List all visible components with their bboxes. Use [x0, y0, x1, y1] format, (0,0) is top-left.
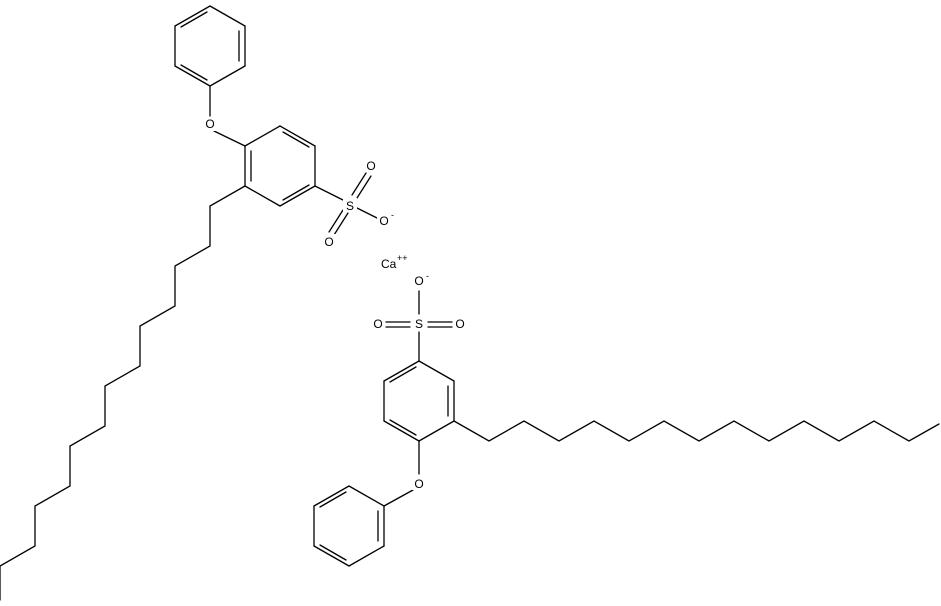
bottom-benzene-ring	[383, 360, 455, 442]
top-c-s-bond	[314, 185, 344, 201]
top-ether-oxygen-label: O	[205, 117, 214, 131]
top-s-o-double-2b	[333, 212, 349, 236]
bottom-anionic-oxygen-label: O	[414, 274, 423, 288]
top-phenyl-ring	[174, 5, 246, 87]
top-anionic-oxygen-charge: -	[391, 210, 394, 220]
bottom-phenoxy-benzenesulfonate: O - S O O O	[313, 271, 940, 567]
bottom-ether-bond-2	[383, 489, 414, 507]
calcium-ion: Ca ++	[381, 253, 408, 271]
top-ether-bond-2	[213, 130, 246, 147]
bottom-sulfonyl-oxygen-label-left: O	[373, 317, 382, 331]
top-benzene-ring	[244, 125, 316, 207]
top-tetradecyl-chain	[0, 185, 246, 601]
top-s-o-single	[356, 207, 378, 219]
bottom-sulfur-label: S	[415, 317, 423, 331]
top-sulfonyl-oxygen-label-1: O	[366, 159, 375, 173]
top-phenoxy-benzenesulfonate: O S O O O -	[0, 5, 394, 601]
calcium-charge: ++	[397, 253, 408, 263]
bottom-tetradecyl-chain	[453, 420, 940, 442]
top-anionic-oxygen-label: O	[379, 214, 388, 228]
calcium-label: Ca	[381, 257, 397, 271]
top-sulfur-label: S	[346, 199, 354, 213]
bottom-phenyl-ring	[313, 485, 385, 567]
top-sulfonyl-oxygen-label-2: O	[324, 235, 333, 249]
top-s-o-double-1b	[356, 175, 372, 199]
top-s-o-double-2a	[328, 209, 344, 233]
bottom-sulfonyl-oxygen-label-right: O	[455, 317, 464, 331]
bottom-ether-oxygen-label: O	[414, 477, 423, 491]
top-s-o-double-1a	[351, 172, 367, 196]
bottom-anionic-oxygen-charge: -	[426, 271, 429, 281]
